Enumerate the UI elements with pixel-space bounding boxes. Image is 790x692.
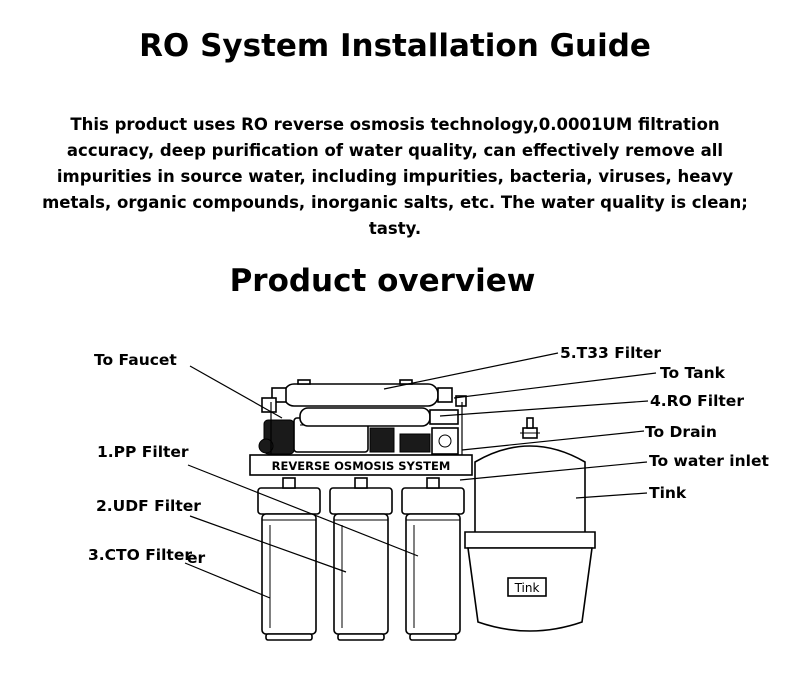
system-bracket: REVERSE OSMOSIS SYSTEM: [249, 454, 473, 476]
intro-paragraph: This product uses RO reverse osmosis tec…: [42, 115, 748, 238]
t33-filter: [271, 379, 453, 407]
ro-filter: [261, 395, 467, 427]
pressure-tank: Tink: [464, 417, 596, 632]
label-pp-filter: 1.PP Filter: [97, 443, 189, 461]
label-tink: Tink: [649, 484, 687, 502]
label-to-water-inlet: To water inlet: [649, 452, 769, 470]
cto-filter-housing: [401, 487, 465, 641]
label-t33-filter: 5.T33 Filter: [560, 344, 661, 362]
pp-filter-housing: [257, 487, 321, 641]
section-title: Product overview: [229, 263, 536, 299]
label-to-tank: To Tank: [660, 364, 726, 382]
label-ro-filter: 4.RO Filter: [650, 392, 744, 410]
label-to-faucet: To Faucet: [94, 351, 177, 369]
label-cto-filter: 3.CTO Filter: [88, 546, 192, 564]
label-to-drain: To Drain: [645, 423, 717, 441]
tank-label: Tink: [514, 581, 540, 595]
udf-filter-housing: [329, 487, 393, 641]
label-udf-filter: 2.UDF Filter: [96, 497, 201, 515]
label-stray-er: er: [187, 549, 206, 567]
bracket-label: REVERSE OSMOSIS SYSTEM: [272, 459, 451, 473]
page-title: RO System Installation Guide: [139, 28, 651, 64]
